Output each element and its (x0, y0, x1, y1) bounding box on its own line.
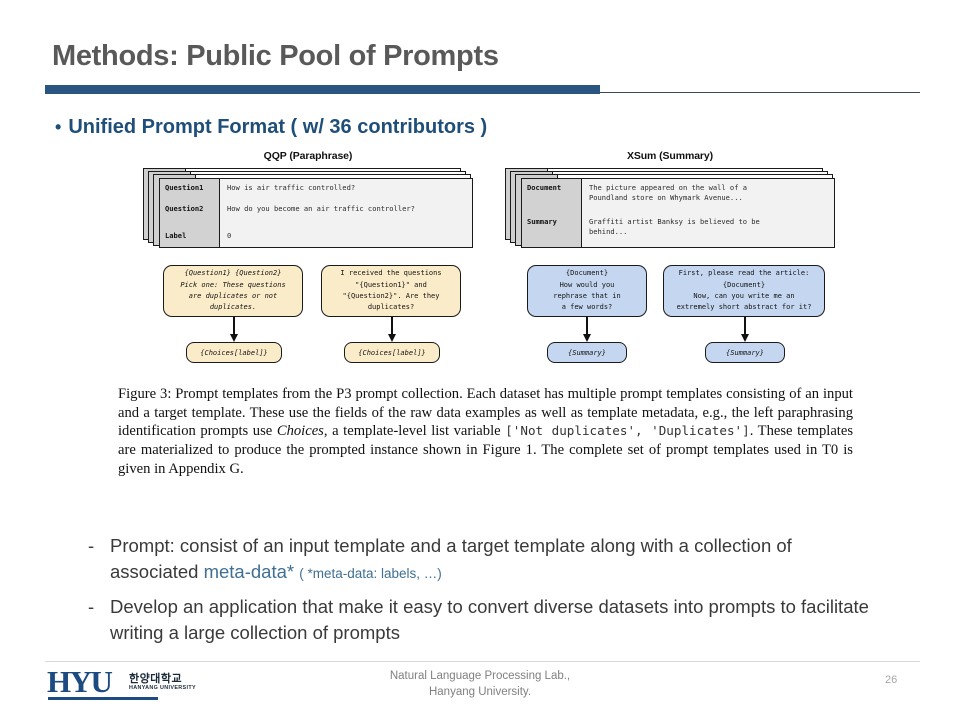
hyu-wordmark: HYU (47, 664, 113, 699)
caption-italic-choices: Choices (276, 423, 324, 440)
bullet-1-link[interactable]: meta-data* (203, 560, 295, 582)
dataset-card-stack-qqp: Question1 Question2 Label How is air tra… (143, 168, 473, 248)
bullet-1-lead: Prompt: consist of an input template and… (110, 535, 792, 582)
hyu-english-name: HANYANG UNIVERSITY (129, 685, 196, 691)
field-value-column: The picture appeared on the wall of a Po… (582, 179, 834, 247)
bullet-marker-icon: • (55, 117, 62, 137)
section-heading: • Unified Prompt Format ( w/ 36 contribut… (55, 116, 487, 139)
body-bullet-2-text: Develop an application that make it easy… (110, 596, 869, 643)
arrow-down-icon (229, 317, 239, 343)
target-template-box: {Summary} (547, 342, 627, 363)
field-key: Label (165, 231, 187, 240)
field-value: Graffiti artist Banksy is believed to be… (589, 217, 760, 237)
field-value-column: How is air traffic controlled? How do yo… (220, 179, 472, 247)
caption-part-1: Figure 3: Prompt templates from the P3 p… (118, 386, 853, 440)
footer-divider (45, 661, 920, 662)
dataset-card-stack-xsum: Document Summary The picture appeared on… (505, 168, 835, 248)
figure-panel-xsum: XSum (Summary) Document Summary The pict… (505, 150, 835, 375)
target-template-box: {Summary} (705, 342, 785, 363)
arrow-down-icon (740, 317, 750, 343)
field-key-column: Document Summary (522, 179, 582, 247)
figure-panel-qqp: QQP (Paraphrase) Question1 Question2 Lab… (143, 150, 473, 375)
arrow-down-icon (387, 317, 397, 343)
footer-line-2: Hanyang University. (428, 686, 532, 699)
figure-caption: Figure 3: Prompt templates from the P3 p… (118, 385, 853, 478)
hyu-korean-name: 한양대학교 (129, 673, 183, 685)
field-key: Question1 (165, 183, 204, 192)
dataset-example-card-qqp: Question1 Question2 Label How is air tra… (159, 178, 473, 248)
figure-3-image: QQP (Paraphrase) Question1 Question2 Lab… (140, 150, 840, 375)
field-key: Summary (527, 217, 557, 226)
dash-marker-icon: - (88, 535, 95, 556)
page-number: 26 (885, 674, 898, 686)
prompt-template-box: First, please read the article: {Documen… (663, 265, 825, 317)
target-template-box: {Choices[label]} (186, 342, 282, 363)
body-bullet-1-text: Prompt: consist of an input template and… (110, 533, 878, 584)
caption-code-list: ['Not duplicates', 'Duplicates'] (505, 423, 750, 439)
body-bullet-2: - Develop an application that make it ea… (88, 594, 878, 645)
hyu-logo: HYU 한양대학교 HANYANG UNIVERSITY (47, 666, 207, 706)
title-divider-accent (45, 85, 600, 94)
field-key: Question2 (165, 204, 204, 213)
prompt-template-box: I received the questions "{Question1}" a… (321, 265, 461, 317)
field-key: Document (527, 183, 562, 192)
field-value: How is air traffic controlled? (227, 183, 356, 192)
body-bullet-1: - Prompt: consist of an input template a… (88, 533, 878, 584)
caption-part-3: . These templates are materialized to pr… (118, 423, 854, 477)
bullet-1-note: ( *meta-data: labels, …) (299, 565, 442, 581)
prompt-template-box: {Question1} {Question2} Pick one: These … (163, 265, 303, 317)
field-value: The picture appeared on the wall of a Po… (589, 183, 748, 203)
prompt-template-box: {Document} How would you rephrase that i… (527, 265, 647, 317)
arrow-down-icon (582, 317, 592, 343)
dataset-example-card-xsum: Document Summary The picture appeared on… (521, 178, 835, 248)
hyu-logo-underline (48, 697, 158, 700)
page-title: Methods: Public Pool of Prompts (52, 40, 499, 72)
footer-affiliation: Natural Language Processing Lab., Hanyan… (0, 668, 960, 700)
footer-line-1: Natural Language Processing Lab., (389, 670, 571, 682)
field-value: 0 (227, 231, 232, 240)
section-heading-label: Unified Prompt Format ( w/ 36 contributo… (68, 116, 488, 138)
field-key-column: Question1 Question2 Label (160, 179, 220, 247)
caption-part-2: , a template-level list variable (323, 423, 506, 440)
field-value: How do you become an air traffic control… (227, 204, 415, 213)
panel-title-qqp: QQP (Paraphrase) (263, 150, 353, 162)
panel-title-xsum: XSum (Summary) (626, 150, 714, 162)
dash-marker-icon: - (88, 596, 95, 617)
target-template-box: {Choices[label]} (344, 342, 440, 363)
